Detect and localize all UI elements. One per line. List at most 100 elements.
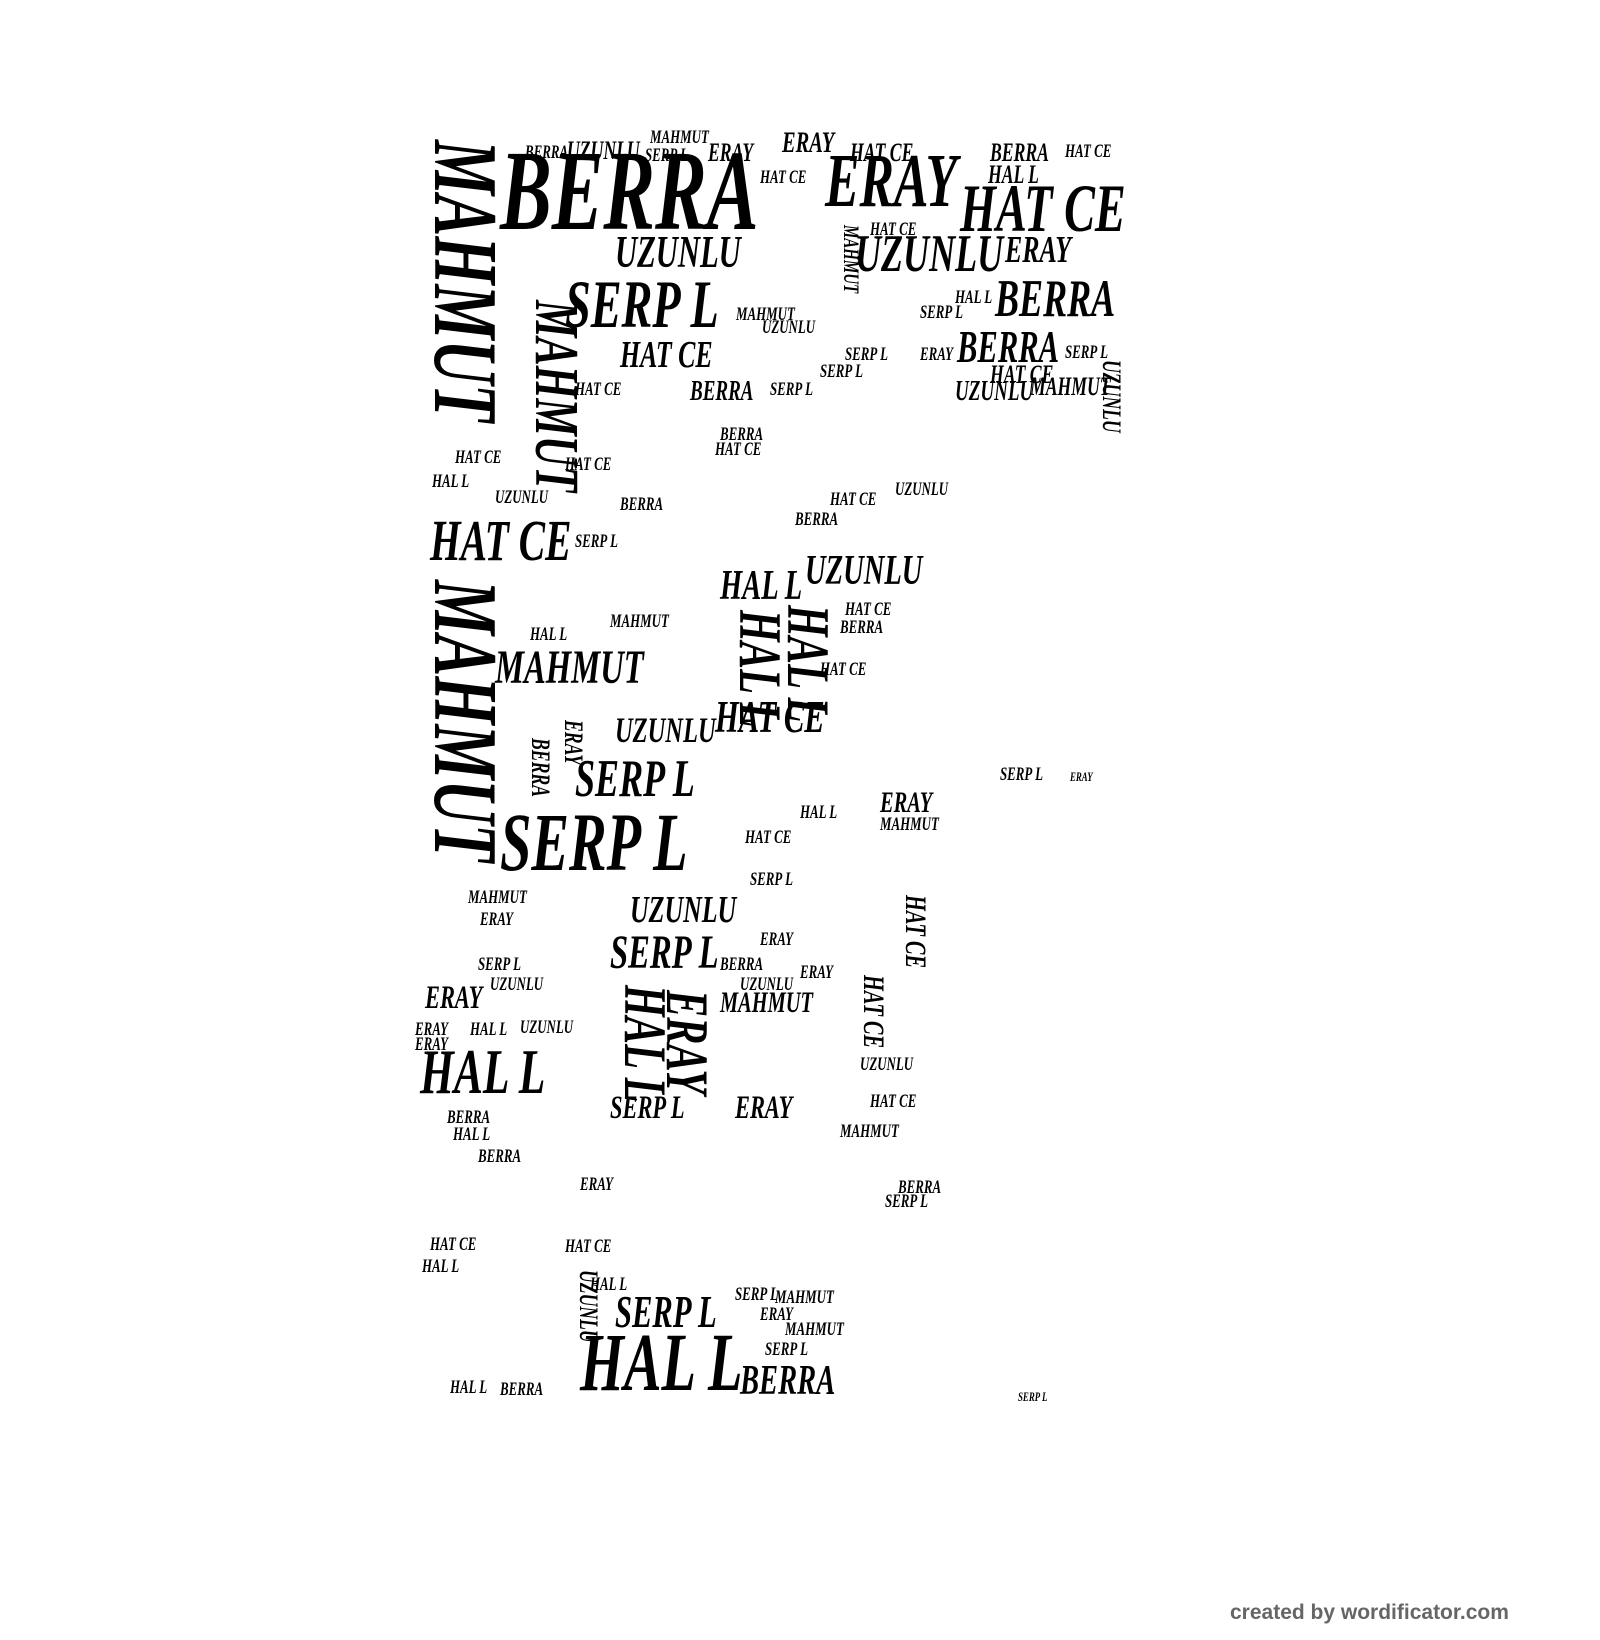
word-berra: BERRA bbox=[620, 494, 664, 515]
word-hatice: HAT CE bbox=[745, 827, 792, 848]
word-mahmut: MAHMUT bbox=[736, 304, 795, 325]
word-mahmut: MAHMUT bbox=[840, 1121, 899, 1142]
word-hatice: HAT CE bbox=[455, 447, 502, 468]
word-serpil: SERP L bbox=[615, 1287, 717, 1337]
word-mahmut: MAHMUT bbox=[839, 225, 864, 294]
word-berra: BERRA bbox=[525, 142, 569, 163]
word-berra: BERRA bbox=[795, 509, 839, 530]
word-halil: HAL L bbox=[612, 985, 678, 1103]
word-hatice: HAT CE bbox=[830, 489, 877, 510]
word-hatice: HAT CE bbox=[990, 360, 1054, 389]
word-hatice: HAT CE bbox=[715, 692, 825, 742]
word-mahmut: MAHMUT bbox=[785, 1319, 844, 1340]
word-serpil: SERP L bbox=[765, 1339, 808, 1360]
word-serpil: SERP L bbox=[478, 954, 521, 975]
word-serpil: SERP L bbox=[1065, 342, 1108, 363]
word-serpil: SERP L bbox=[575, 531, 618, 552]
word-serpil: SERP L bbox=[735, 1284, 778, 1305]
word-eray: ERAY bbox=[708, 138, 754, 167]
word-halil: HAL L bbox=[590, 1274, 628, 1295]
word-eray: ERAY bbox=[1005, 229, 1072, 271]
word-serpil: SERP L bbox=[1000, 764, 1043, 785]
word-berra: BERRA bbox=[995, 270, 1116, 328]
word-eray: ERAY bbox=[920, 344, 954, 365]
word-eray: ERAY bbox=[782, 126, 835, 159]
word-eray: ERAY bbox=[760, 929, 794, 950]
word-uzunlu: UZUNLU bbox=[567, 136, 640, 165]
word-hatice: HAT CE bbox=[575, 379, 622, 400]
word-eray: ERAY bbox=[760, 1304, 794, 1325]
word-eray: ERAY bbox=[415, 1019, 449, 1040]
word-berra: BERRA bbox=[447, 1107, 491, 1128]
word-halil: HAL L bbox=[727, 610, 793, 728]
word-eray: ERAY bbox=[559, 720, 588, 766]
word-halil: HAL L bbox=[720, 563, 803, 609]
word-mahmut: MAHMUT bbox=[650, 127, 709, 148]
word-halil: HAL L bbox=[988, 160, 1039, 189]
word-serpil: SERP L bbox=[610, 926, 719, 979]
word-eray: ERAY bbox=[825, 139, 958, 223]
word-serpil: SERP L bbox=[845, 344, 888, 365]
word-uzunlu: UZUNLU bbox=[495, 487, 549, 508]
word-uzunlu: UZUNLU bbox=[955, 376, 1034, 407]
word-serpil: SERP L bbox=[885, 1191, 928, 1212]
word-hatice: HAT CE bbox=[845, 599, 892, 620]
word-hatice: HAT CE bbox=[1065, 141, 1112, 162]
word-halil: HAL L bbox=[450, 1377, 488, 1398]
word-uzunlu: UZUNLU bbox=[805, 548, 923, 594]
word-hatice: HAT CE bbox=[430, 1234, 477, 1255]
word-hatice: HAT CE bbox=[820, 659, 867, 680]
word-hatice: HAT CE bbox=[960, 170, 1126, 246]
word-eray: ERAY bbox=[415, 1034, 449, 1055]
word-uzunlu: UZUNLU bbox=[895, 479, 949, 500]
word-mahmut: MAHMUT bbox=[522, 300, 590, 493]
word-hatice: HAT CE bbox=[870, 219, 917, 240]
word-uzunlu: UZUNLU bbox=[520, 1017, 574, 1038]
word-eray: ERAY bbox=[425, 980, 483, 1016]
word-halil: HAL L bbox=[775, 605, 841, 723]
word-berra: BERRA bbox=[720, 424, 764, 445]
word-eray: ERAY bbox=[580, 1174, 614, 1195]
word-berra: BERRA bbox=[840, 617, 884, 638]
word-eray: ERAY bbox=[480, 909, 514, 930]
word-berra: BERRA bbox=[500, 1379, 544, 1400]
word-hatice: HAT CE bbox=[715, 439, 762, 460]
word-mahmut: MAHMUT bbox=[415, 580, 516, 862]
word-mahmut: MAHMUT bbox=[495, 641, 644, 694]
word-halil: HAL L bbox=[432, 471, 470, 492]
word-uzunlu: UZUNLU bbox=[1097, 360, 1126, 433]
word-serpil: SERP L bbox=[575, 750, 695, 808]
word-halil: HAL L bbox=[530, 624, 568, 645]
word-uzunlu: UZUNLU bbox=[490, 974, 544, 995]
word-serpil: SERP L bbox=[770, 379, 813, 400]
word-hatice: HAT CE bbox=[760, 167, 807, 188]
word-uzunlu: UZUNLU bbox=[574, 1270, 603, 1343]
word-hatice: HAT CE bbox=[430, 508, 572, 573]
word-serpil: SERP L bbox=[565, 266, 719, 342]
word-eray: ERAY bbox=[735, 1090, 793, 1126]
word-uzunlu: UZUNLU bbox=[855, 225, 1004, 283]
word-berra: BERRA bbox=[957, 322, 1060, 372]
word-eray: ERAY bbox=[800, 962, 834, 983]
word-mahmut: MAHMUT bbox=[1030, 372, 1111, 401]
word-hatice: HAT CE bbox=[857, 975, 890, 1049]
word-hatice: HAT CE bbox=[620, 334, 713, 376]
word-serpil: SERP L bbox=[820, 361, 863, 382]
word-halil: HAL L bbox=[422, 1256, 460, 1277]
word-berra: BERRA bbox=[500, 127, 759, 254]
word-serpil: SERP L bbox=[645, 145, 688, 166]
word-hatice: HAT CE bbox=[565, 1236, 612, 1257]
word-halil: HAL L bbox=[470, 1019, 508, 1040]
word-halil: HAL L bbox=[580, 1316, 743, 1408]
word-serpil: SERP L bbox=[500, 796, 688, 888]
word-mahmut: MAHMUT bbox=[720, 986, 813, 1019]
word-berra: BERRA bbox=[720, 954, 764, 975]
word-berra: BERRA bbox=[690, 376, 754, 407]
word-uzunlu: UZUNLU bbox=[630, 889, 737, 931]
word-uzunlu: UZUNLU bbox=[615, 227, 741, 277]
word-eray: ERAY bbox=[654, 990, 720, 1095]
word-uzunlu: UZUNLU bbox=[615, 710, 716, 750]
word-serpil: SERP L bbox=[1018, 1389, 1048, 1404]
word-serpil: SERP L bbox=[750, 869, 793, 890]
word-mahmut: MAHMUT bbox=[610, 611, 669, 632]
